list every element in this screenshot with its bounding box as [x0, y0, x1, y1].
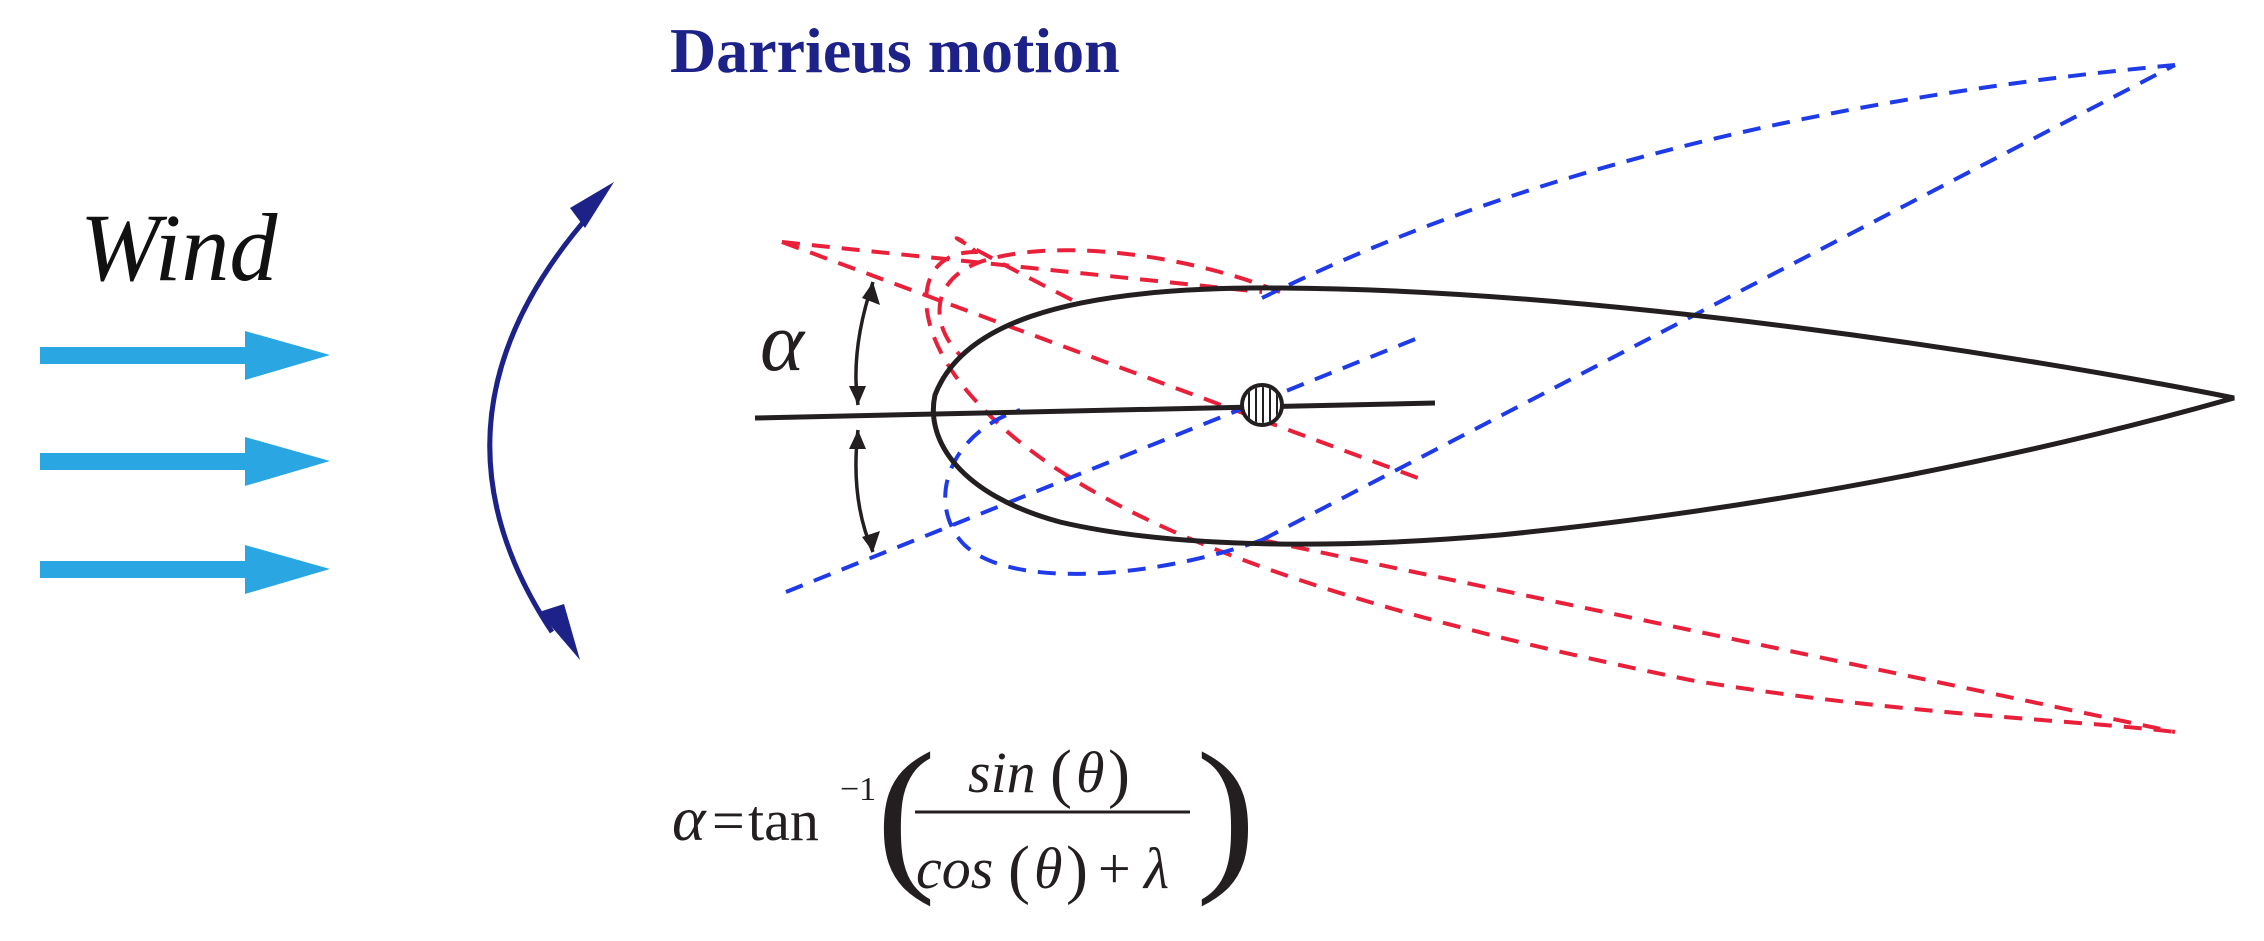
formula-plus: +: [1098, 836, 1131, 901]
formula-denominator-open: (: [1008, 833, 1030, 906]
wind-arrow-3: [40, 545, 330, 594]
red-upper-curve: [937, 248, 1281, 357]
formula-denominator-arg: θ: [1034, 836, 1063, 901]
angle-markers: [849, 281, 880, 553]
blue-long-line: [1261, 63, 2176, 542]
diagram-title: Darrieus motion: [670, 15, 1120, 86]
wind-arrow-2: [40, 437, 330, 486]
formula-exponent: −1: [840, 771, 876, 808]
wind-arrow-1: [40, 331, 330, 380]
formula-lhs: α: [672, 783, 707, 854]
formula-denominator-close: ): [1066, 833, 1088, 906]
formula-numerator-open: (: [1050, 737, 1072, 810]
red-outer-curve: [924, 236, 2176, 734]
blue-lower-curve: [943, 408, 1263, 576]
formula-close-paren: ): [1196, 718, 1256, 907]
alpha-label: α: [760, 296, 806, 389]
red-left-ray: [781, 240, 1263, 294]
chord-line: [754, 400, 1436, 421]
rotation-arrowhead-top: [570, 182, 614, 228]
pivot-icon: [1240, 383, 1284, 427]
red-lower-line: [1261, 538, 2176, 734]
formula-denominator-func: cos: [916, 836, 993, 901]
red-dashed-lines: [781, 236, 2176, 734]
angle-of-attack-formula: α = tan −1 ( sin ( θ ) cos ( θ ) + λ ): [672, 718, 1256, 907]
red-upper-line: [781, 240, 1419, 480]
formula-tan: tan: [748, 788, 819, 853]
formula-numerator-arg: θ: [1076, 740, 1105, 805]
wind-label: Wind: [80, 194, 278, 301]
formula-numerator-close: ): [1108, 737, 1130, 810]
blue-dashed-lines: [785, 63, 2176, 594]
formula-numerator-func: sin: [968, 740, 1036, 805]
formula-equals: =: [712, 788, 745, 853]
blue-outer-curve: [1261, 63, 2176, 300]
rotation-arrowhead-bottom: [539, 604, 580, 660]
rotation-arrow: [487, 182, 614, 660]
airfoil-outline: [930, 285, 2235, 547]
blue-lower-ray: [785, 336, 1419, 594]
formula-lambda: λ: [1142, 836, 1169, 901]
wind-arrows: [40, 331, 330, 594]
